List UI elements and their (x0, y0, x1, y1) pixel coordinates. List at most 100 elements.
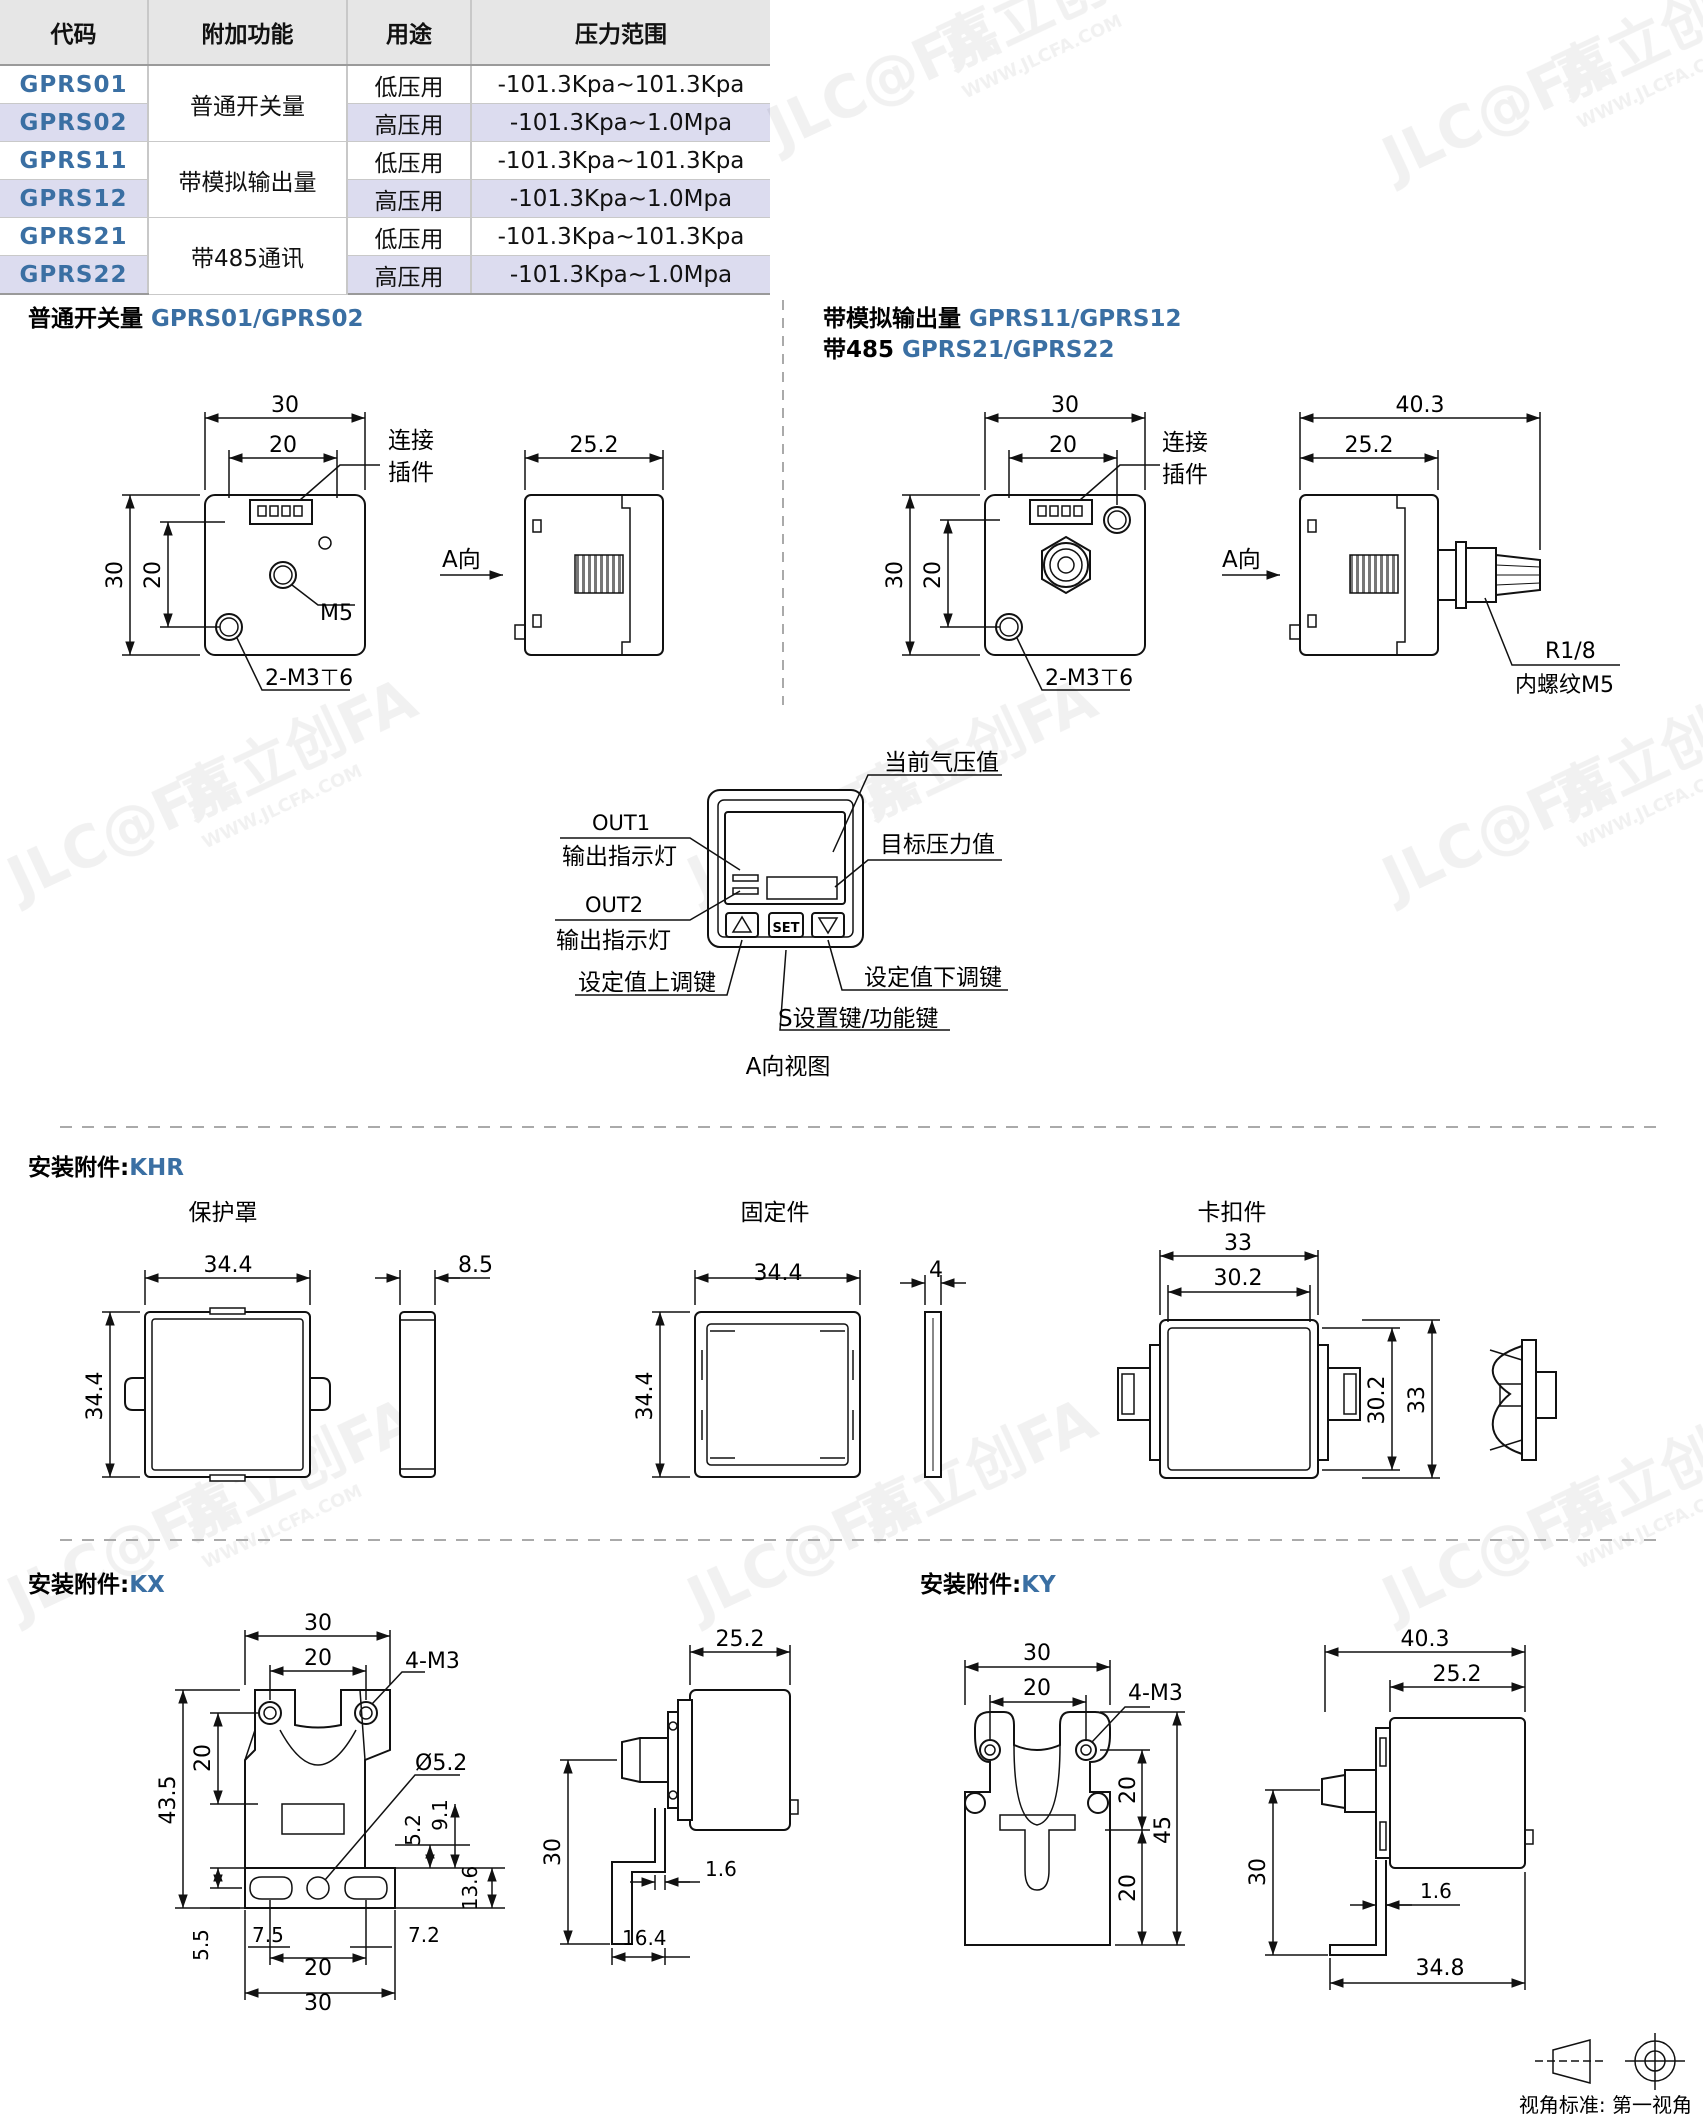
label-a-direction: A向 (1222, 547, 1261, 573)
fixer-side-view (900, 1275, 966, 1478)
clip-front-view (1117, 1250, 1440, 1479)
label-m5-thread: 内螺纹M5 (1515, 673, 1614, 698)
cell-use: 低压用 (347, 217, 472, 256)
label-4-m3: 4-M3 (1128, 1681, 1183, 1706)
cell-code: GPRS21 (0, 217, 149, 256)
kx-side-view (560, 1645, 799, 1965)
section-ky-heading: 安装附件:KY (920, 1571, 1056, 1598)
dim-7-5: 7.5 (252, 1923, 284, 1947)
dim-34-4: 34.4 (754, 1261, 803, 1286)
table-row: GPRS01 普通开关量 低压用 -101.3Kpa~101.3Kpa (0, 65, 770, 142)
dim-30-vertical: 30 (541, 1838, 566, 1866)
dim-20: 20 (1049, 433, 1077, 458)
dim-30: 30 (1023, 1641, 1051, 1666)
watermark-cn: 嘉立创FA (849, 1384, 1106, 1552)
cell-code: GPRS12 (0, 179, 149, 218)
label-set-key: S设置键/功能键 (778, 1006, 938, 1032)
dim-5-2: 5.2 (401, 1814, 425, 1846)
spec-table: 代码 附加功能 用途 压力范围 GPRS01 普通开关量 低压用 -101.3K… (0, 0, 770, 295)
dim-1-6: 1.6 (705, 1857, 737, 1881)
dim-30-2-vertical: 30.2 (1365, 1376, 1390, 1425)
cell-range: -101.3Kpa~1.0Mpa (471, 179, 770, 218)
set-button-label: SET (772, 921, 799, 936)
label-connector-2: 插件 (1162, 462, 1208, 488)
dim-30: 30 (304, 1611, 332, 1636)
dim-4: 4 (929, 1258, 943, 1283)
dim-30: 30 (1051, 393, 1079, 418)
header-function: 附加功能 (148, 0, 348, 66)
dim-25-2: 25.2 (1433, 1662, 1482, 1687)
analog-front-view (902, 412, 1160, 691)
section-kx-heading: 安装附件:KX (28, 1571, 165, 1598)
label-4-m3: 4-M3 (405, 1649, 460, 1674)
projection-symbol (1535, 2033, 1685, 2090)
dim-43-5: 43.5 (156, 1776, 181, 1825)
part-cover-title: 保护罩 (189, 1200, 258, 1226)
table-row: GPRS02 高压用 -101.3Kpa~1.0Mpa (0, 103, 770, 142)
dim-40-3: 40.3 (1401, 1627, 1450, 1652)
a-view-title: A向视图 (746, 1054, 831, 1080)
header-code: 代码 (0, 0, 149, 66)
switch-side-view (440, 450, 664, 656)
view-standard-label: 视角标准: 第一视角 (1519, 2093, 1692, 2117)
dim-45: 45 (1151, 1816, 1176, 1844)
cell-range: -101.3Kpa~1.0Mpa (471, 103, 770, 142)
label-m3: 2-M3⊤6 (1045, 666, 1133, 691)
dim-20: 20 (304, 1646, 332, 1671)
cell-range: -101.3Kpa~101.3Kpa (471, 141, 770, 180)
cell-range: -101.3Kpa~101.3Kpa (471, 217, 770, 256)
label-m5: M5 (320, 601, 353, 626)
cell-range: -101.3Kpa~101.3Kpa (471, 65, 770, 104)
cell-use: 低压用 (347, 65, 472, 104)
dim-20-vertical: 20 (191, 1744, 216, 1772)
fixer-front-view (652, 1270, 861, 1478)
cell-function: 带485通讯 (148, 217, 348, 295)
label-out1: OUT1 (592, 811, 650, 835)
cell-function: 普通开关量 (148, 65, 348, 142)
label-m3: 2-M3⊤6 (265, 666, 353, 691)
dim-30-2: 30.2 (1214, 1266, 1263, 1291)
cell-code: GPRS02 (0, 103, 149, 142)
label-r18: R1/8 (1545, 639, 1596, 664)
dim-20: 20 (269, 433, 297, 458)
section-khr-heading: 安装附件:KHR (28, 1154, 184, 1181)
dim-25-2: 25.2 (570, 433, 619, 458)
dim-diameter-5-2: Ø5.2 (415, 1751, 467, 1776)
label-connector-1: 连接 (388, 428, 434, 454)
ky-front-view (964, 1660, 1185, 1946)
section-analog-heading: 带模拟输出量 GPRS11/GPRS12 (823, 305, 1181, 332)
label-up-key: 设定值上调键 (578, 970, 716, 996)
cell-use: 低压用 (347, 141, 472, 180)
dim-25-2: 25.2 (716, 1627, 765, 1652)
dim-30-vertical: 30 (1246, 1858, 1271, 1886)
dim-34-4: 34.4 (204, 1253, 253, 1278)
cell-code: GPRS11 (0, 141, 149, 180)
table-row: GPRS11 带模拟输出量 低压用 -101.3Kpa~101.3Kpa (0, 141, 770, 218)
dim-30: 30 (304, 1991, 332, 2016)
label-out2: OUT2 (585, 893, 643, 917)
label-down-key: 设定值下调键 (864, 965, 1002, 991)
dim-30-vertical: 30 (883, 561, 908, 589)
dim-30-vertical: 30 (103, 561, 128, 589)
dim-5-5: 5.5 (189, 1929, 213, 1961)
cell-code: GPRS22 (0, 255, 149, 295)
table-row: GPRS22 高压用 -101.3Kpa~1.0Mpa (0, 255, 770, 295)
dim-34-4-vertical: 34.4 (83, 1372, 108, 1421)
ky-side-view (1265, 1645, 1534, 1990)
cover-side-view (375, 1270, 490, 1478)
part-clip-title: 卡扣件 (1198, 1200, 1267, 1226)
dim-40-3: 40.3 (1396, 393, 1445, 418)
section-switch-heading: 普通开关量 GPRS01/GPRS02 (28, 305, 363, 332)
table-row: GPRS12 高压用 -101.3Kpa~1.0Mpa (0, 179, 770, 218)
dim-20: 20 (304, 1956, 332, 1981)
switch-front-view (122, 412, 380, 691)
dim-8-5: 8.5 (458, 1253, 493, 1278)
cell-use: 高压用 (347, 255, 472, 295)
dim-13-6: 13.6 (458, 1866, 482, 1911)
dim-30: 30 (271, 393, 299, 418)
a-direction-view (555, 774, 1008, 1031)
dim-25-2: 25.2 (1345, 433, 1394, 458)
label-out2-led: 输出指示灯 (556, 928, 671, 954)
cell-use: 高压用 (347, 179, 472, 218)
